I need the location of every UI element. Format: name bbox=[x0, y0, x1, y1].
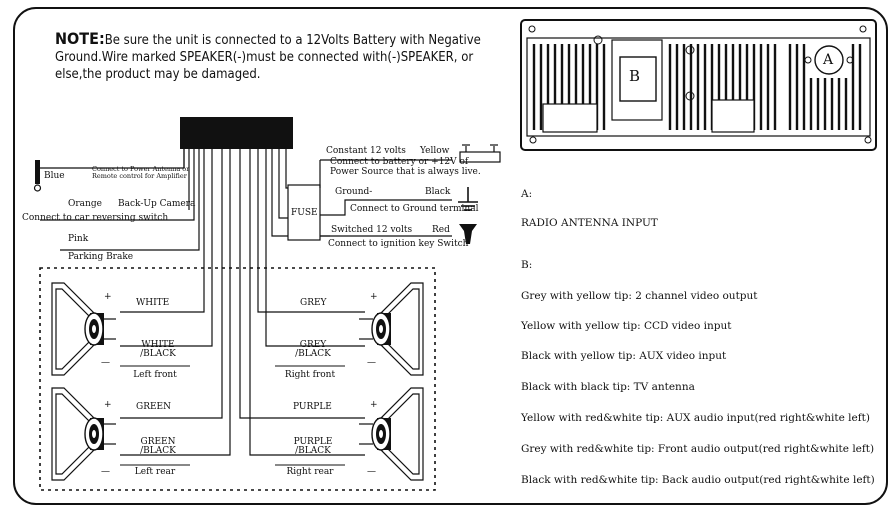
speaker-rr-negative-1: PURPLE bbox=[293, 437, 333, 447]
legend-item: Black with red&white tip: Back audio out… bbox=[521, 474, 875, 486]
wire-desc-parking: Parking Brake bbox=[68, 252, 134, 262]
note-label: NOTE: bbox=[55, 29, 105, 48]
connector-wires bbox=[40, 149, 452, 456]
wire-desc-battery-2: Power Source that is always live. bbox=[330, 167, 481, 177]
speaker-lr-negative-1: GREEN bbox=[140, 437, 176, 447]
speaker-name-dividers bbox=[120, 365, 345, 466]
ground-icon bbox=[458, 187, 478, 211]
legend-b-heading: B: bbox=[521, 259, 533, 271]
wire-label-ground: Ground- bbox=[335, 187, 373, 197]
legend-item: Black with yellow tip: AUX video input bbox=[521, 350, 727, 362]
unit-rear-panel bbox=[520, 19, 877, 151]
wire-desc-ground: Connect to Ground terminal bbox=[350, 204, 479, 214]
wire-label-switched: Switched 12 volts bbox=[331, 225, 413, 235]
speaker-lf-negative-1: WHITE bbox=[141, 340, 175, 350]
head-unit-connector bbox=[180, 117, 293, 149]
legend-item: Grey with yellow tip: 2 channel video ou… bbox=[521, 290, 758, 302]
legend-item: Black with black tip: TV antenna bbox=[521, 381, 695, 393]
legend-item: Yellow with red&white tip: AUX audio inp… bbox=[521, 412, 870, 424]
legend-item: Grey with red&white tip: Front audio out… bbox=[521, 443, 875, 455]
wire-label-orange: Orange bbox=[68, 199, 102, 209]
speaker-lf-positive: WHITE bbox=[136, 298, 170, 308]
legend-item: Yellow with yellow tip: CCD video input bbox=[521, 320, 732, 332]
wire-label-black: Black bbox=[425, 187, 451, 197]
speaker-rr-name: Right rear bbox=[286, 467, 334, 477]
wire-desc-blue-1: Connect to Power Antenna or bbox=[92, 165, 190, 173]
fuse-label: FUSE bbox=[291, 208, 318, 218]
polarity-minus-rf: — bbox=[367, 358, 376, 368]
speaker-left-front bbox=[51, 282, 116, 376]
speaker-area-border bbox=[39, 267, 436, 491]
speaker-lf-name: Left front bbox=[133, 370, 177, 380]
wire-label-blue: Blue bbox=[44, 171, 65, 181]
speaker-lr-negative-2: /BLACK bbox=[140, 446, 176, 456]
polarity-minus-lf: — bbox=[101, 358, 110, 368]
wire-label-yellow: Yellow bbox=[420, 146, 450, 156]
socket-label-b: B bbox=[629, 67, 641, 85]
wire-label-constant: Constant 12 volts bbox=[326, 146, 406, 156]
battery-icon bbox=[459, 144, 501, 163]
note-body: Be sure the unit is connected to a 12Vol… bbox=[55, 33, 481, 82]
speaker-rr-positive: PURPLE bbox=[293, 402, 332, 412]
speaker-lr-positive: GREEN bbox=[136, 402, 171, 412]
speaker-rf-name: Right front bbox=[284, 370, 336, 380]
speaker-rf-negative-2: /BLACK bbox=[295, 349, 331, 359]
speaker-lr-name: Left rear bbox=[134, 467, 176, 477]
wire-desc-orange: Back-Up Camera bbox=[118, 199, 196, 209]
polarity-plus-rf: + bbox=[370, 292, 378, 302]
polarity-plus-lf: + bbox=[104, 292, 112, 302]
socket-label-a: A bbox=[823, 52, 834, 68]
legend-a-heading: A: bbox=[521, 188, 533, 200]
speaker-left-rear bbox=[51, 387, 116, 481]
wire-label-pink: Pink bbox=[68, 234, 89, 244]
speaker-lf-negative-2: /BLACK bbox=[140, 349, 176, 359]
wire-desc-ignition: Connect to ignition key Switch bbox=[328, 239, 469, 249]
speaker-rf-positive: GREY bbox=[300, 298, 327, 308]
wire-label-red: Red bbox=[432, 225, 450, 235]
ignition-key-icon bbox=[459, 224, 477, 244]
polarity-plus-lr: + bbox=[104, 400, 112, 410]
speaker-rr-negative-2: /BLACK bbox=[295, 446, 331, 456]
speaker-right-rear bbox=[359, 387, 424, 481]
polarity-minus-rr: — bbox=[367, 467, 376, 477]
wire-desc-blue-2: Remote control for Amplifier bbox=[92, 172, 187, 180]
wire-desc-reversing: Connect to car reversing switch bbox=[22, 213, 169, 223]
polarity-minus-lr: — bbox=[101, 467, 110, 477]
wire-desc-battery-1: Connect to battery or +12V of bbox=[330, 157, 469, 167]
legend-a-text: RADIO ANTENNA INPUT bbox=[521, 217, 658, 229]
speaker-rf-negative-1: GREY bbox=[299, 340, 327, 350]
note-text: NOTE:Be sure the unit is connected to a … bbox=[55, 30, 505, 83]
outer-frame bbox=[13, 7, 888, 505]
polarity-plus-rr: + bbox=[370, 400, 378, 410]
speaker-right-front bbox=[359, 282, 424, 376]
antenna-plug-icon bbox=[33, 160, 42, 192]
